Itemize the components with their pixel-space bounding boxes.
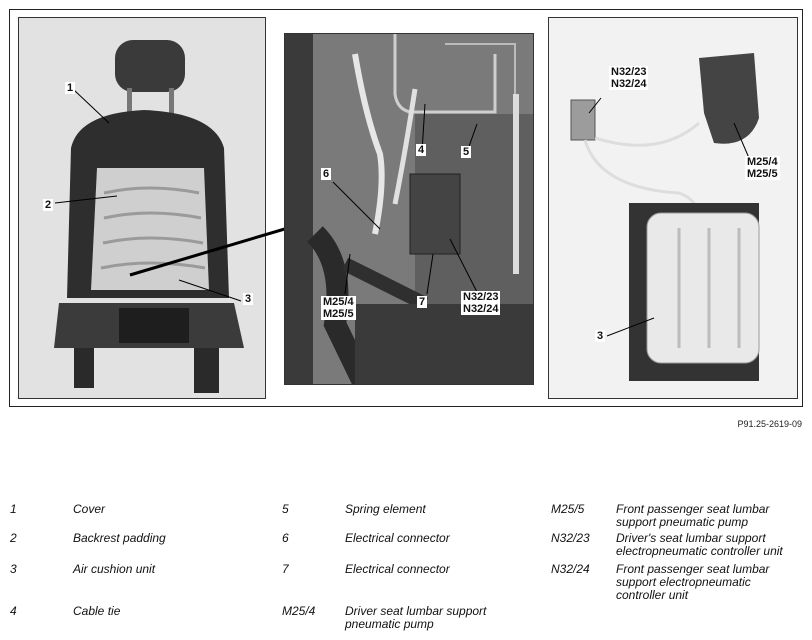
legend-text: Front passenger seat lumbar support pneu… — [616, 502, 770, 529]
legend-text: Driver seat lumbar support pneumatic pum… — [345, 604, 487, 631]
callout-6: 6 — [321, 168, 332, 180]
legend-key: M25/4 — [282, 604, 316, 618]
legend-text: Spring element — [345, 502, 426, 516]
legend-key: 3 — [10, 562, 17, 576]
legend-key: 7 — [282, 562, 289, 576]
callout-panel3-m25: M25/4 M25/5 — [745, 156, 780, 180]
legend-text: Cable tie — [73, 604, 121, 618]
wiring-closeup-drawing — [285, 34, 533, 384]
seat-backrest-drawing — [54, 40, 244, 393]
legend-key: M25/5 — [551, 502, 585, 516]
legend-text: Front passenger seat lumbar support elec… — [616, 562, 770, 602]
legend-text: Electrical connector — [345, 531, 450, 545]
callout-2: 2 — [43, 199, 54, 211]
legend-key: 2 — [10, 531, 17, 545]
panel-seat-backrest: 1 2 3 — [18, 17, 266, 399]
legend-key: 6 — [282, 531, 289, 545]
legend-key: N32/24 — [551, 562, 590, 576]
legend: 1 Cover 2 Backrest padding 3 Air cushion… — [0, 495, 812, 640]
callout-m25-4-m25-5: M25/4 M25/5 — [321, 296, 356, 320]
callout-7: 7 — [417, 296, 428, 308]
legend-text: Driver's seat lumbar support electropneu… — [616, 531, 783, 558]
legend-key: 1 — [10, 502, 17, 516]
callout-5: 5 — [461, 146, 472, 158]
legend-key: N32/23 — [551, 531, 590, 545]
panel-wiring-closeup: 4 5 6 M25/4 M25/5 7 N32/23 N32/24 — [284, 33, 534, 385]
legend-text: Electrical connector — [345, 562, 450, 576]
callout-4: 4 — [416, 144, 427, 156]
legend-key: 4 — [10, 604, 17, 618]
legend-text: Air cushion unit — [73, 562, 156, 576]
legend-key: 5 — [282, 502, 289, 516]
figure-frame: 1 2 3 4 5 6 — [9, 9, 803, 407]
panel-components: N32/23 N32/24 M25/4 M25/5 3 — [548, 17, 798, 399]
legend-text: Cover — [73, 502, 106, 516]
callout-panel3-3: 3 — [595, 330, 606, 342]
callout-n32-23-n32-24: N32/23 N32/24 — [461, 291, 501, 315]
callout-1: 1 — [65, 82, 76, 94]
components-drawing — [549, 18, 797, 398]
figure-code: P91.25-2619-09 — [737, 419, 802, 429]
legend-text: Backrest padding — [73, 531, 166, 545]
callout-panel3-n32: N32/23 N32/24 — [609, 66, 649, 90]
callout-3: 3 — [243, 293, 254, 305]
